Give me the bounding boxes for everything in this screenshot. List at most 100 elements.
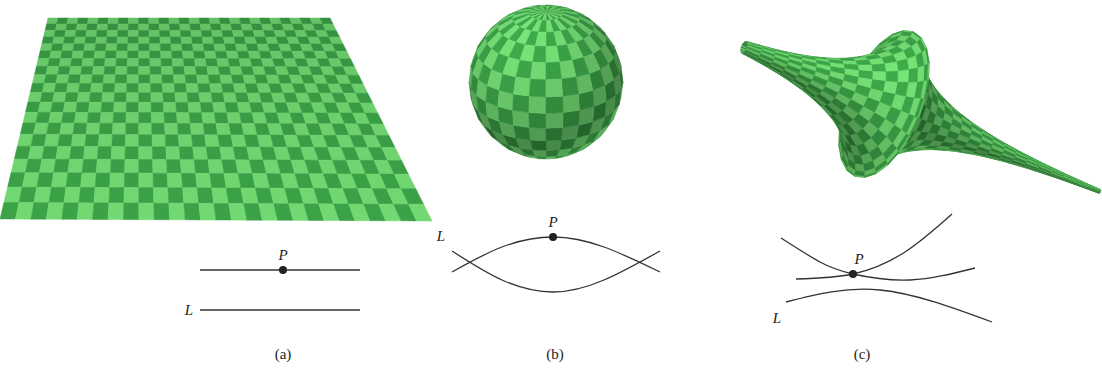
- checker-cell: [31, 134, 47, 146]
- panel-label: (a): [275, 347, 292, 362]
- checker-cell: [48, 58, 61, 66]
- checker-cell: [95, 44, 107, 51]
- checker-cell: [394, 174, 416, 189]
- checker-cell: [73, 44, 85, 51]
- checker-cell: [75, 30, 86, 37]
- checker-cell: [205, 135, 220, 147]
- checker-cell: [409, 204, 432, 221]
- checker-cell: [167, 173, 182, 188]
- checker-cell: [105, 51, 117, 59]
- checker-cell: [44, 134, 59, 146]
- checker-cell: [128, 18, 138, 24]
- checker-cell: [173, 75, 186, 84]
- checker-cell: [179, 147, 194, 160]
- checker-cell: [28, 92, 42, 102]
- checker-cell: [32, 75, 46, 84]
- checker-cell: [139, 67, 151, 75]
- checker-cell: [89, 93, 102, 103]
- checker-cell: [182, 51, 194, 59]
- checker-cell: [149, 24, 160, 30]
- checker-cell: [203, 44, 215, 51]
- checker-cell: [203, 123, 218, 134]
- checker-cell: [210, 24, 222, 30]
- checker-cell: [151, 102, 164, 112]
- checker-cell: [81, 173, 97, 188]
- checker-cell: [99, 123, 113, 134]
- checker-cell: [62, 112, 76, 123]
- checker-cell: [546, 20, 553, 32]
- checker-cell: [139, 18, 149, 24]
- checker-cell: [104, 66, 116, 74]
- checker-cell: [96, 37, 107, 44]
- checker-cell: [234, 37, 246, 44]
- checker-cell: [529, 79, 546, 97]
- checker-cell: [898, 70, 909, 83]
- checker-cell: [871, 64, 886, 72]
- checker-cell: [153, 160, 168, 174]
- checker-cell: [22, 173, 39, 188]
- checker-cell: [546, 140, 561, 150]
- checker-cell: [74, 37, 86, 44]
- checker-cell: [161, 59, 173, 67]
- checker-cell: [865, 172, 877, 177]
- checker-cell: [1088, 187, 1101, 193]
- checker-cell: [546, 150, 559, 157]
- checker-cell: [115, 83, 127, 92]
- checker-cell: [46, 203, 64, 220]
- checker-cell: [124, 173, 139, 188]
- checker-cell: [226, 51, 239, 59]
- checker-cell: [225, 44, 237, 51]
- checker-cell: [177, 123, 191, 134]
- checker-cell: [105, 59, 117, 67]
- checker-cell: [855, 60, 871, 65]
- checker-cell: [139, 37, 150, 44]
- line-label: L: [185, 303, 193, 318]
- checker-cell: [87, 18, 98, 24]
- point-label: P: [854, 252, 863, 267]
- checker-cell: [529, 96, 546, 113]
- checker-cell: [168, 188, 184, 204]
- given-line: [786, 289, 992, 322]
- checker-cell: [202, 37, 214, 44]
- checker-cell: [198, 84, 211, 93]
- checker-cell: [232, 30, 244, 37]
- checker-cell: [152, 147, 166, 160]
- checker-cell: [907, 116, 918, 135]
- checker-cell: [117, 44, 128, 51]
- checker-cell: [57, 18, 68, 24]
- checker-cell: [928, 63, 929, 81]
- checker-cell: [139, 135, 153, 147]
- checker-cell: [60, 123, 75, 134]
- checker-cell: [199, 18, 210, 24]
- checker-cell: [58, 66, 71, 74]
- checker-cell: [326, 30, 340, 37]
- checker-cell: [65, 93, 79, 103]
- checker-cell: [180, 160, 195, 174]
- checker-cell: [186, 84, 199, 93]
- checker-cell: [191, 30, 202, 37]
- checker-cell: [546, 113, 563, 129]
- checker-cell: [94, 51, 106, 59]
- checker-cell: [183, 59, 195, 67]
- checker-cell: [176, 102, 189, 112]
- checker-cell: [87, 24, 98, 30]
- checker-cell: [149, 30, 160, 37]
- checker-cell: [42, 83, 56, 92]
- plane-surface: [0, 18, 432, 221]
- checker-cell: [174, 84, 187, 93]
- checker-cell: [888, 151, 900, 165]
- checker-cell: [68, 159, 84, 173]
- checker-cell: [202, 113, 216, 124]
- checker-cell: [159, 18, 170, 24]
- checker-cell: [175, 93, 188, 103]
- checker-cell: [967, 139, 980, 147]
- checker-cell: [546, 79, 563, 97]
- checker-cell: [125, 159, 139, 173]
- checker-cell: [112, 123, 125, 134]
- checker-cell: [54, 159, 70, 173]
- checker-cell: [166, 147, 181, 160]
- checker-cell: [47, 123, 62, 134]
- checker-cell: [921, 38, 927, 50]
- sphere-surface: [469, 5, 623, 159]
- checker-cell: [531, 140, 546, 150]
